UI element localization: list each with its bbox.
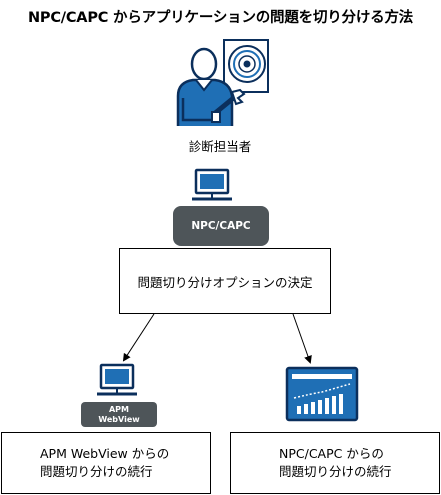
apm-webview-line2: WebView xyxy=(98,414,140,424)
outcome-left-line2: 問題切り分けの続行 xyxy=(40,464,153,479)
decision-box: 問題切り分けオプションの決定 xyxy=(119,248,331,314)
disc-icon xyxy=(223,39,269,93)
diagram-title: NPC/CAPC からアプリケーションの問題を切り分ける方法 xyxy=(27,10,414,26)
person-with-wrench-icon xyxy=(176,47,246,126)
arrow-to-apm xyxy=(122,313,155,362)
outcome-apm-webview-box: APM WebView からの 問題切り分けの続行 xyxy=(1,432,211,494)
apm-webview-node: APM WebView xyxy=(81,402,157,427)
apm-webview-line1: APM xyxy=(108,404,129,414)
outcome-left-line1: APM WebView からの xyxy=(40,446,170,461)
outcome-right-line1: NPC/CAPC からの xyxy=(279,446,384,461)
role-label: 診断担当者 xyxy=(188,139,252,154)
outcome-right-line2: 問題切り分けの続行 xyxy=(279,464,392,479)
arrow-to-npc-dashboard xyxy=(292,313,312,364)
npc-capc-node: NPC/CAPC xyxy=(173,206,269,246)
dashboard-chart-icon xyxy=(285,366,359,422)
outcome-npc-capc-box: NPC/CAPC からの 問題切り分けの続行 xyxy=(230,432,440,494)
computer-icon xyxy=(192,168,232,201)
computer-icon xyxy=(97,363,137,396)
